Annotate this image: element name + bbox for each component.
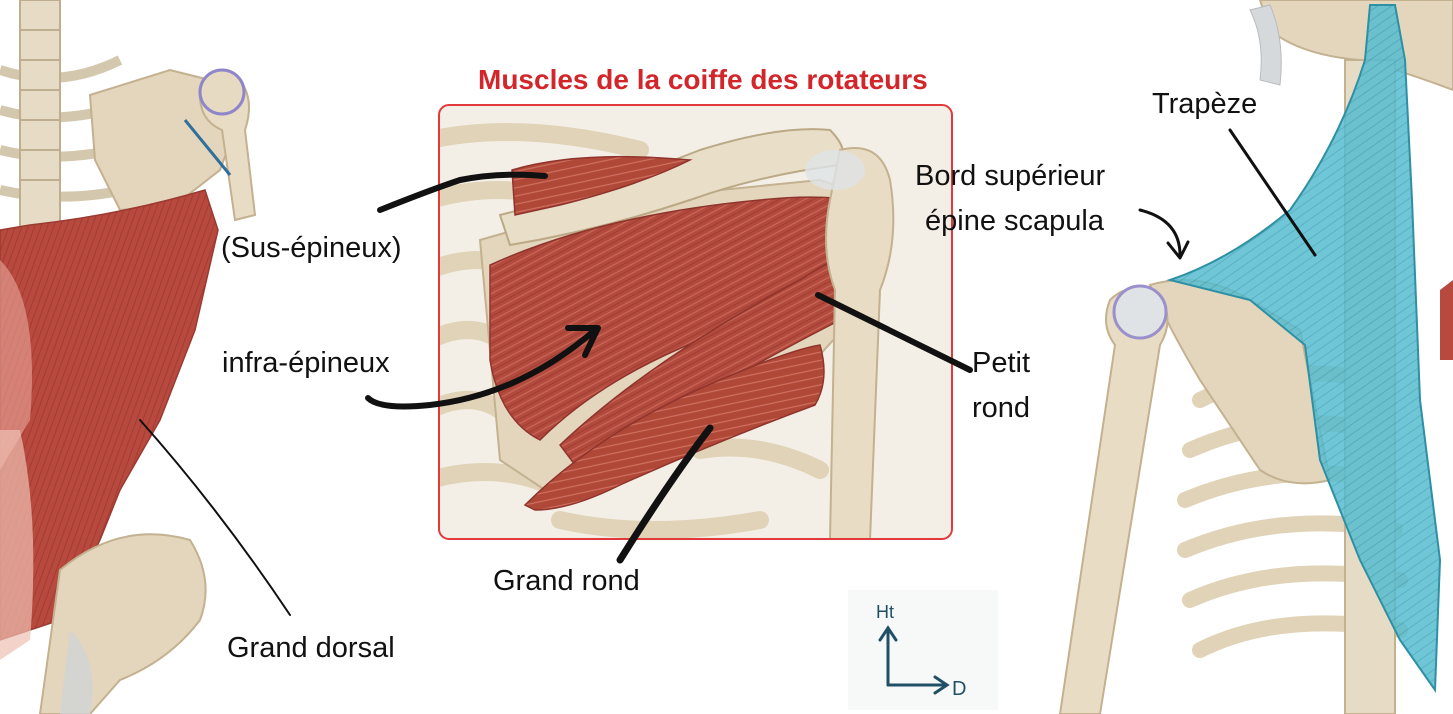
callout-lines [139,128,1317,616]
bord-scapula-arrowhead [1166,240,1190,260]
diagram-title: Muscles de la coiffe des rotateurs [478,64,928,95]
label-epine-scapula: épine scapula [925,205,1104,237]
sus-epineux-pointer [377,171,548,213]
inset-frame [438,104,953,540]
axis-up-label: Ht [876,602,894,622]
label-petit-rond-line2: rond [972,392,1031,424]
petit-rond-pointer [815,292,973,373]
left-back-figure [0,0,257,714]
axis-right-label: D [952,678,966,700]
label-petit-rond-line1: Petit [972,347,1031,379]
label-sus-epineux: (Sus-épineux) [221,232,402,264]
label-trapeze: Trapèze [1152,88,1258,120]
label-grand-rond: Grand rond [493,565,640,597]
label-bord-superieur: Bord supérieur [915,160,1106,192]
orientation-axes: Ht D [848,590,998,710]
trapeze-pointer [1228,128,1317,257]
right-back-figure [1058,0,1453,714]
label-grand-dorsal: Grand dorsal [227,632,395,664]
infra-epineux-arrow [365,327,598,410]
grand-rond-pointer [616,424,714,564]
grand-dorsal-pointer [139,419,291,616]
rotator-cuff-inset [438,104,953,540]
infra-epineux-arrowhead [565,325,601,358]
bord-scapula-arrow [1138,208,1182,257]
label-infra-epineux: infra-épineux [222,347,390,379]
